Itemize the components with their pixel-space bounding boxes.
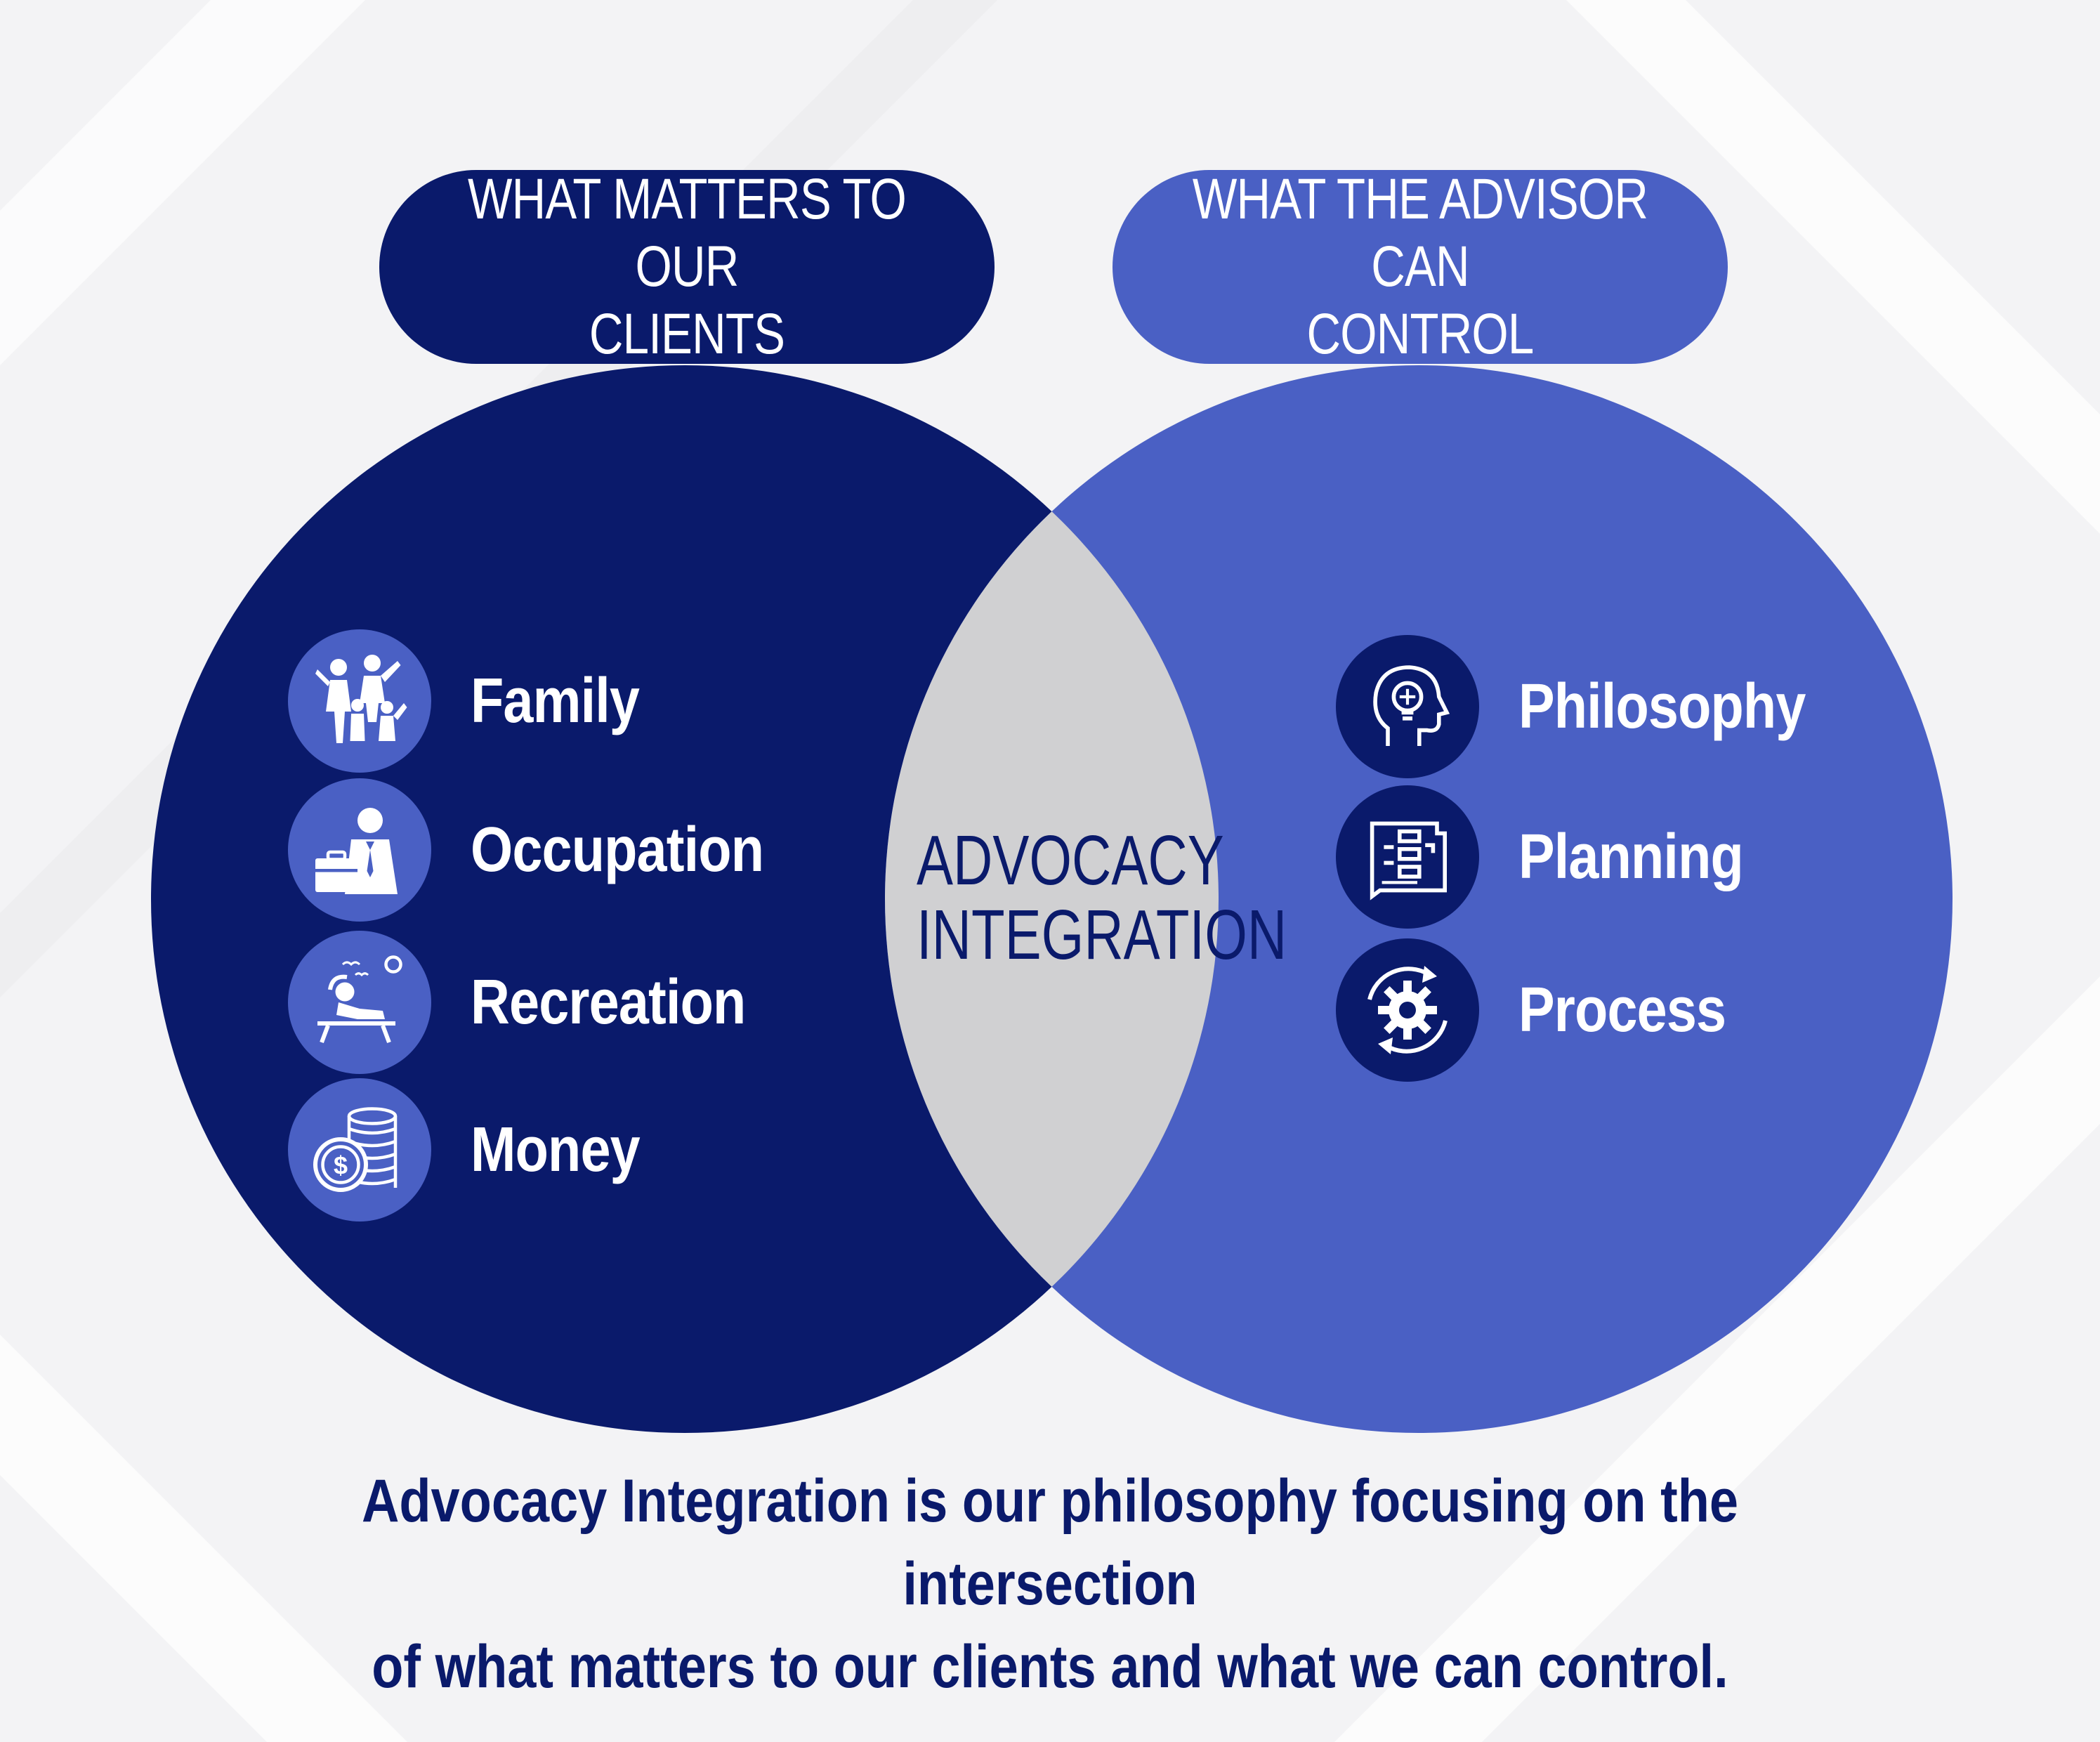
item-recreation-label: Recreation [471, 967, 746, 1037]
item-process: Process [1336, 938, 1759, 1082]
right-header-line1: WHAT THE ADVISOR CAN [1192, 167, 1648, 299]
businessman-briefcase-icon [288, 778, 431, 922]
item-philosophy: Philosophy [1336, 635, 1852, 778]
item-philosophy-label: Philosophy [1518, 671, 1806, 742]
item-occupation-label: Occupation [471, 814, 764, 885]
family-icon [288, 629, 431, 773]
gear-cycle-icon [1336, 938, 1479, 1082]
left-header-line1: WHAT MATTERS TO OUR [467, 167, 907, 299]
right-header-pill: WHAT THE ADVISOR CAN CONTROL [1113, 167, 1728, 366]
item-money: $ Money [288, 1078, 667, 1222]
right-header-line2: CONTROL [1306, 302, 1534, 366]
intersection-label-line1: ADVOCACY [917, 821, 1224, 900]
footer-caption: Advocacy Integration is our philosophy f… [140, 1460, 1960, 1708]
left-header-pill: WHAT MATTERS TO OUR CLIENTS [379, 167, 995, 366]
item-planning-label: Planning [1518, 821, 1744, 892]
left-header-line2: CLIENTS [589, 302, 785, 366]
svg-text:$: $ [334, 1151, 348, 1180]
intersection-label: ADVOCACY INTEGRATION [878, 821, 1287, 974]
intersection-label-line2: INTEGRATION [917, 896, 1287, 974]
coin-stack-icon: $ [288, 1078, 431, 1222]
item-occupation: Occupation [288, 778, 811, 922]
relaxing-person-icon [288, 931, 431, 1074]
item-planning: Planning [1336, 785, 1780, 929]
item-family: Family [288, 629, 667, 773]
item-process-label: Process [1518, 974, 1726, 1045]
head-lightbulb-icon [1336, 635, 1479, 778]
item-family-label: Family [471, 665, 640, 736]
footer-line2: of what matters to our clients and what … [372, 1633, 1728, 1701]
flowchart-blueprint-icon [1336, 785, 1479, 929]
item-money-label: Money [471, 1114, 641, 1185]
footer-line1: Advocacy Integration is our philosophy f… [361, 1467, 1739, 1618]
item-recreation: Recreation [288, 931, 790, 1074]
